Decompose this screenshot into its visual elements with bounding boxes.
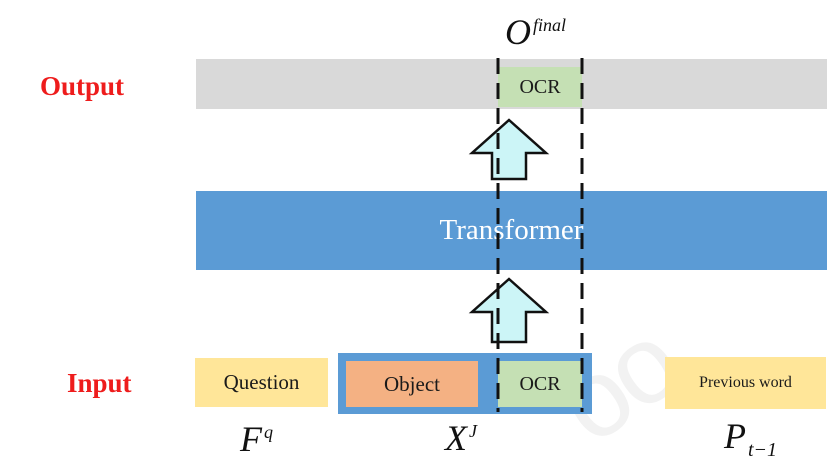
- question-box: Question: [195, 358, 328, 407]
- previous-word-box: Previous word: [665, 357, 826, 409]
- transformer-block: Transformer: [196, 191, 827, 270]
- output-ocr-box: OCR: [498, 67, 582, 107]
- upper-up-arrow-icon: [468, 118, 550, 181]
- input-ocr-box: OCR: [498, 361, 582, 407]
- object-box: Object: [346, 361, 478, 407]
- input-label: Input: [67, 368, 132, 398]
- output-label: Output: [40, 71, 125, 101]
- lower-up-arrow-icon: [468, 277, 550, 344]
- transformer-label: Transformer: [439, 214, 584, 246]
